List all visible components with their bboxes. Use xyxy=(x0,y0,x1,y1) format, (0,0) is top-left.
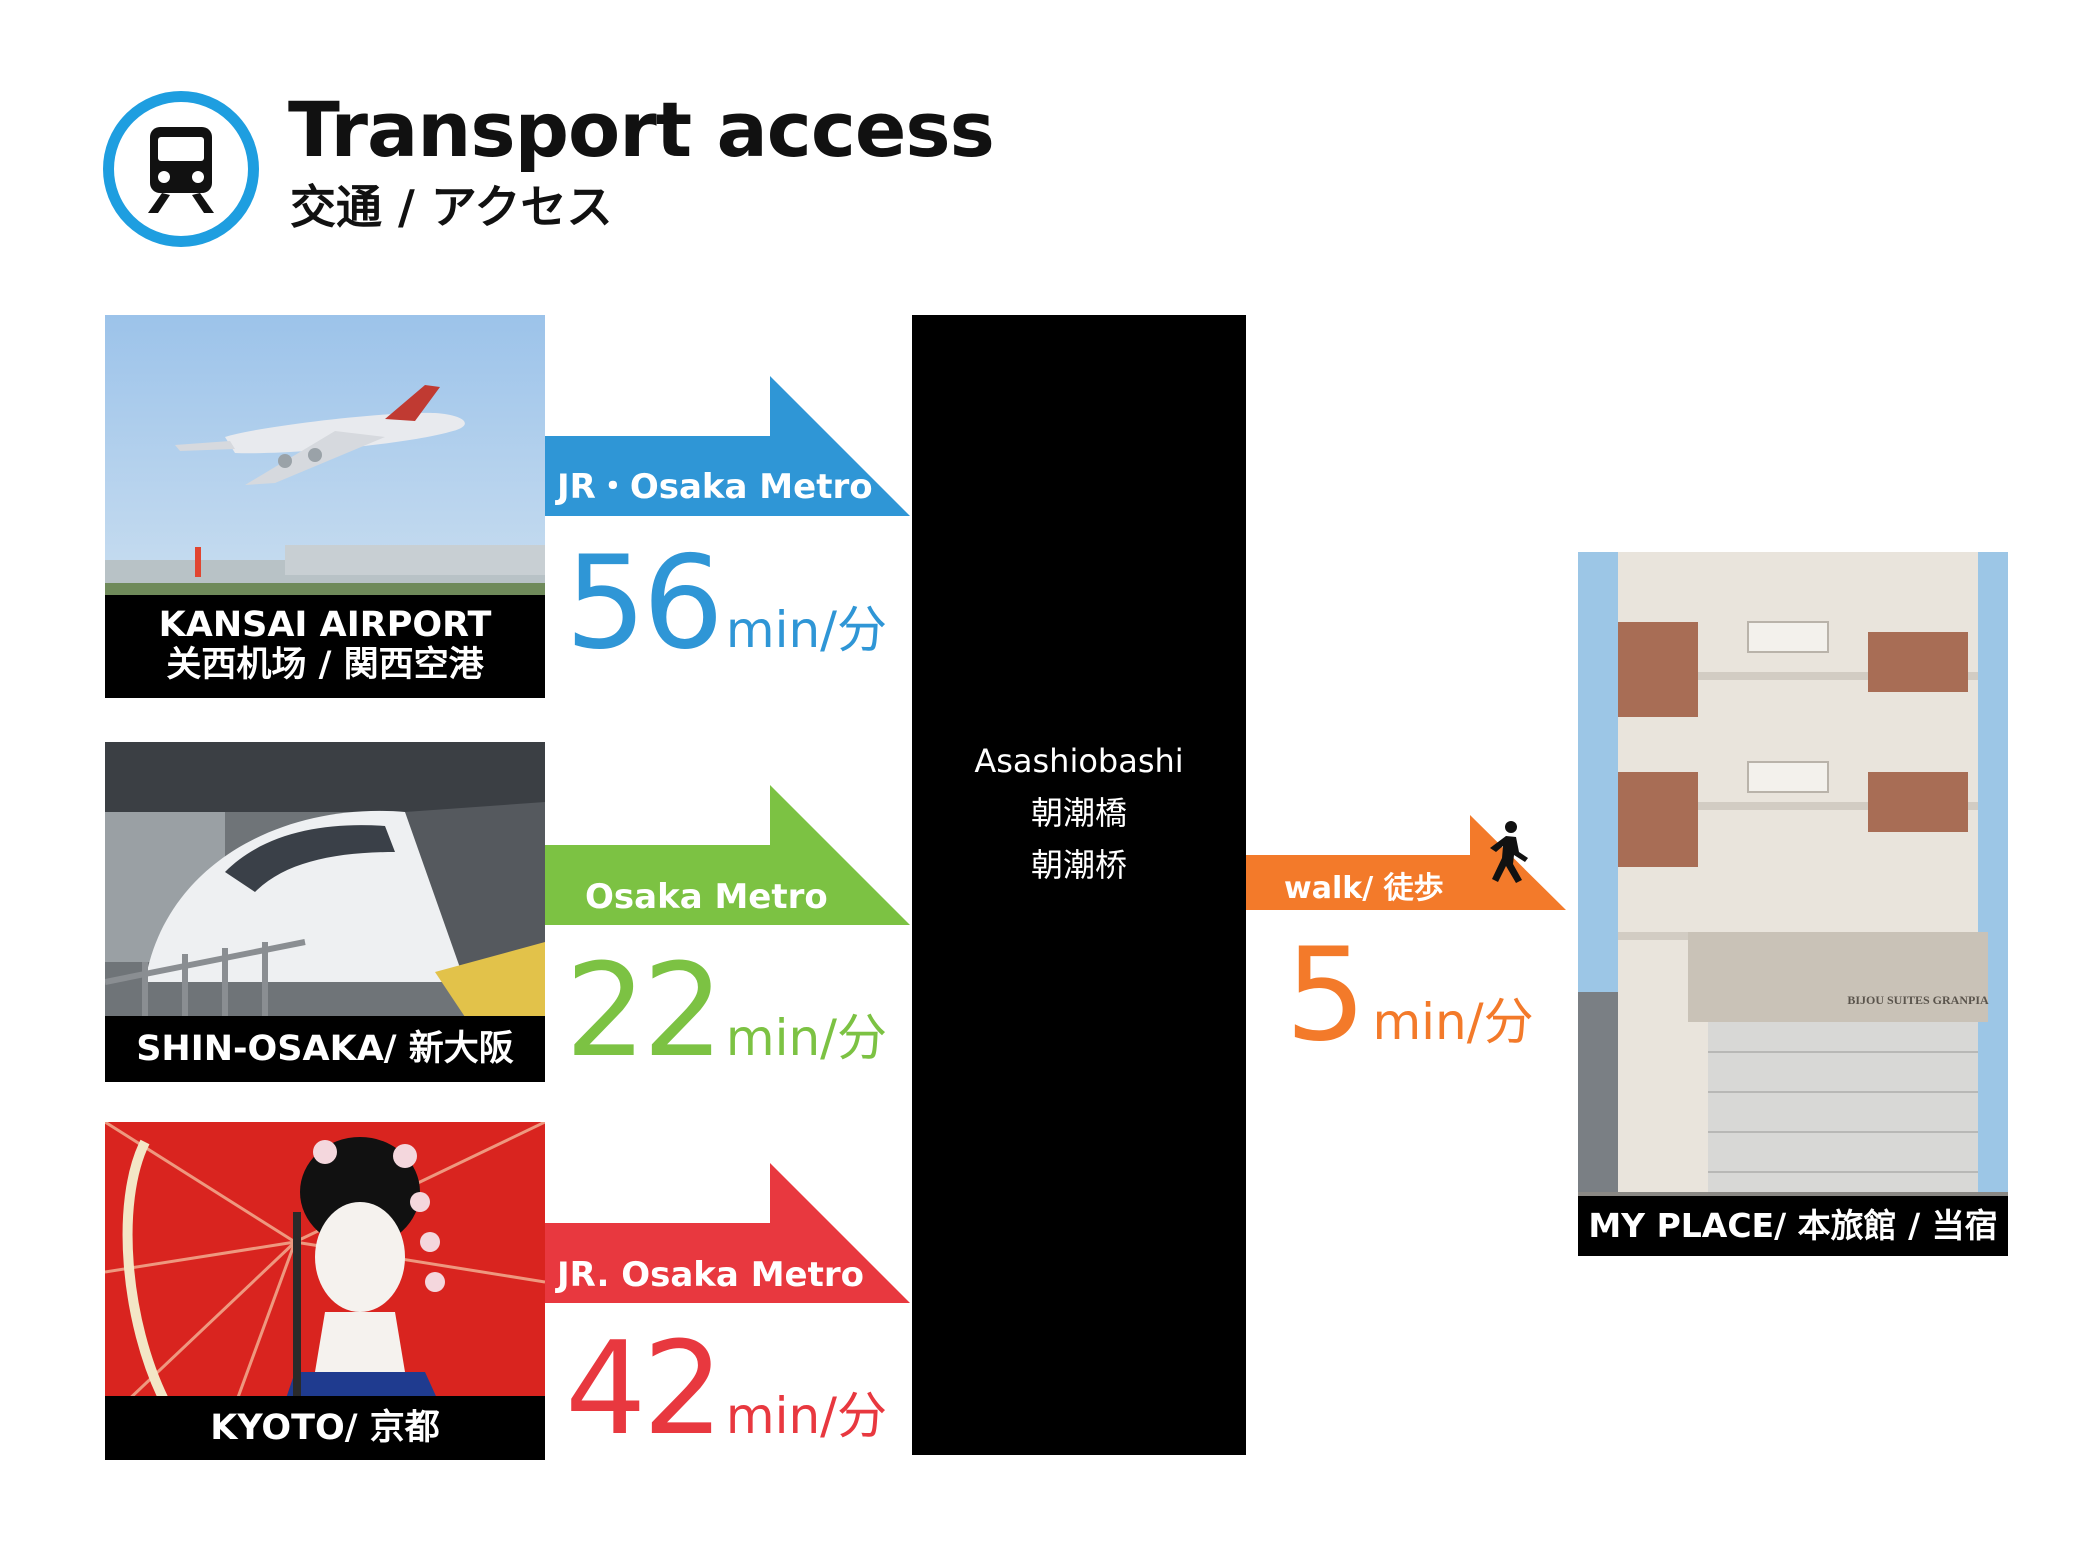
page-subtitle: 交通 / アクセス xyxy=(290,180,613,234)
page-title: Transport access xyxy=(288,85,995,174)
building-sign: BIJOU SUITES GRANPIA xyxy=(1847,993,1989,1007)
route-arrow-shin-osaka: Osaka Metro xyxy=(545,785,910,925)
walking-person-icon xyxy=(1490,821,1528,883)
origin-card-shin-osaka: SHIN-OSAKA/ 新大阪 xyxy=(105,742,545,1082)
walk-arrow: walk/ 徒歩 xyxy=(1246,815,1566,910)
station-name-en: Asashiobashi xyxy=(974,741,1184,780)
geisha-umbrella-photo xyxy=(105,1122,545,1460)
station-name-ja: 朝潮橋 xyxy=(1030,793,1127,832)
route-label-kyoto: JR. Osaka Metro xyxy=(557,1255,864,1295)
destination-caption: MY PLACE/ 本旅館 / 当宿 xyxy=(1578,1196,2008,1256)
station-name-zh: 朝潮桥 xyxy=(1030,845,1127,884)
header-logo xyxy=(103,91,259,247)
origin-card-kyoto: KYOTO/ 京都 xyxy=(105,1122,545,1460)
origin-caption-kyoto: KYOTO/ 京都 xyxy=(105,1396,545,1460)
destination-card: BIJOU SUITES GRANPIA MY PLACE/ 本旅館 / 当宿 xyxy=(1578,552,2008,1256)
route-label-kansai: JR・Osaka Metro xyxy=(557,467,873,507)
route-arrow-kansai: JR・Osaka Metro xyxy=(545,376,910,516)
station-block: Asashiobashi 朝潮橋 朝潮桥 xyxy=(912,315,1246,1455)
building-photo: BIJOU SUITES GRANPIA xyxy=(1578,552,2008,1256)
walk-label: walk/ 徒歩 xyxy=(1284,871,1444,906)
train-icon xyxy=(148,127,214,213)
origin-caption-shin-osaka: SHIN-OSAKA/ 新大阪 xyxy=(105,1016,545,1082)
origin-caption-kansai: KANSAI AIRPORT 关西机场 / 関西空港 xyxy=(105,595,545,698)
origin-card-kansai: KANSAI AIRPORT 关西机场 / 関西空港 xyxy=(105,315,545,698)
route-arrow-kyoto: JR. Osaka Metro xyxy=(545,1163,910,1303)
route-label-shin-osaka: Osaka Metro xyxy=(585,877,828,917)
